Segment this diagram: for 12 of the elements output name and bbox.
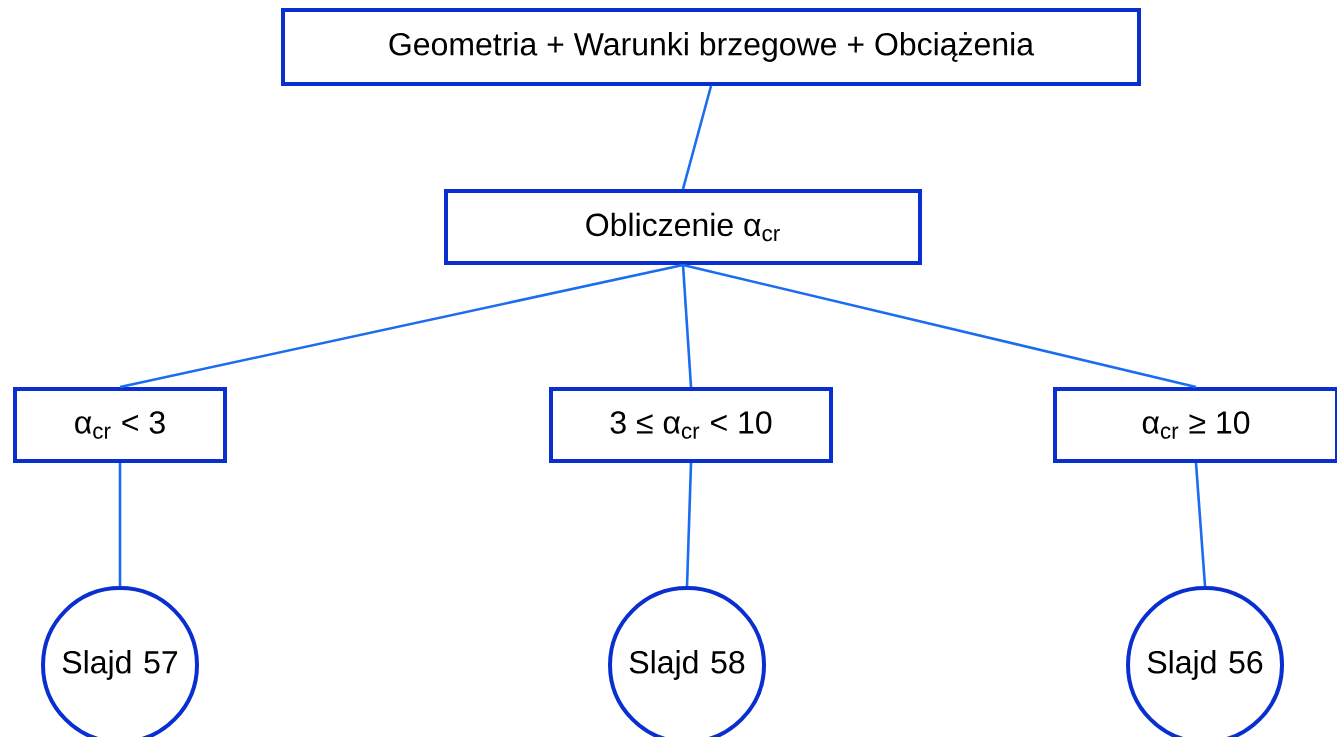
process-box: α$_{cr}$ ≥ 10: [1053, 387, 1337, 463]
process-box: 3 ≤ α$_{cr}$ < 10: [549, 387, 833, 463]
connector-line: [682, 263, 1197, 389]
process-box: Obliczenie α$_{cr}$: [444, 189, 922, 265]
process-box: α$_{cr}$ < 3: [13, 387, 227, 463]
process-box: Geometria + Warunki brzegowe + Obciążenia: [281, 8, 1141, 86]
connector-line: [118, 463, 122, 586]
connector-line: [119, 263, 684, 389]
connector-line: [681, 264, 693, 388]
connector-line: [681, 85, 713, 190]
connector-line: [685, 462, 693, 587]
connector-line: [1194, 462, 1207, 587]
